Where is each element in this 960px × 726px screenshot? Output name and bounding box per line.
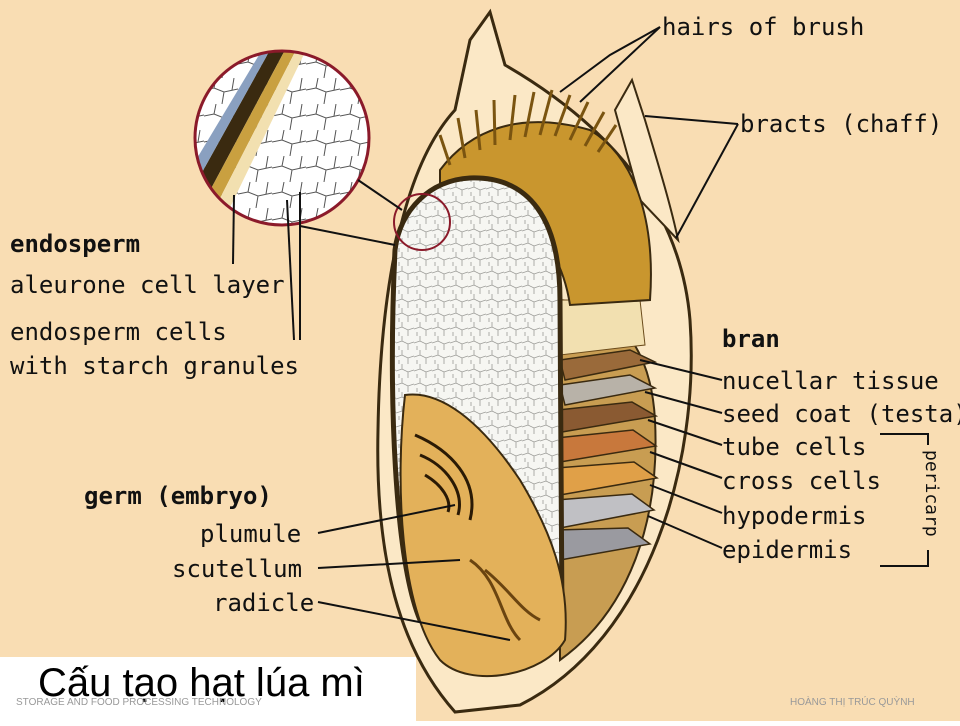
label-starch-granules: with starch granules [10, 354, 299, 378]
label-aleurone: aleurone cell layer [10, 273, 285, 297]
label-radicle: radicle [213, 591, 314, 615]
label-epidermis: epidermis [722, 538, 852, 562]
label-plumule: plumule [200, 522, 301, 546]
label-bran: bran [722, 327, 780, 351]
label-germ: germ (embryo) [84, 484, 272, 508]
label-endosperm: endosperm [10, 232, 140, 256]
aleurone-patch [560, 300, 645, 355]
label-pericarp: pericarp [922, 450, 940, 537]
label-hypodermis: hypodermis [722, 504, 867, 528]
label-tube-cells: tube cells [722, 435, 867, 459]
label-endosperm-cells: endosperm cells [10, 320, 227, 344]
footer-left: STORAGE AND FOOD PROCESSING TECHNOLOGY [16, 698, 262, 708]
label-cross-cells: cross cells [722, 469, 881, 493]
footer-right: HOÀNG THỊ TRÚC QUỲNH [790, 698, 915, 708]
label-seed-coat: seed coat (testa) [722, 402, 960, 426]
label-hairs-of-brush: hairs of brush [662, 15, 864, 39]
label-scutellum: scutellum [172, 557, 302, 581]
label-nucellar-tissue: nucellar tissue [722, 369, 939, 393]
label-bracts: bracts (chaff) [740, 112, 942, 136]
